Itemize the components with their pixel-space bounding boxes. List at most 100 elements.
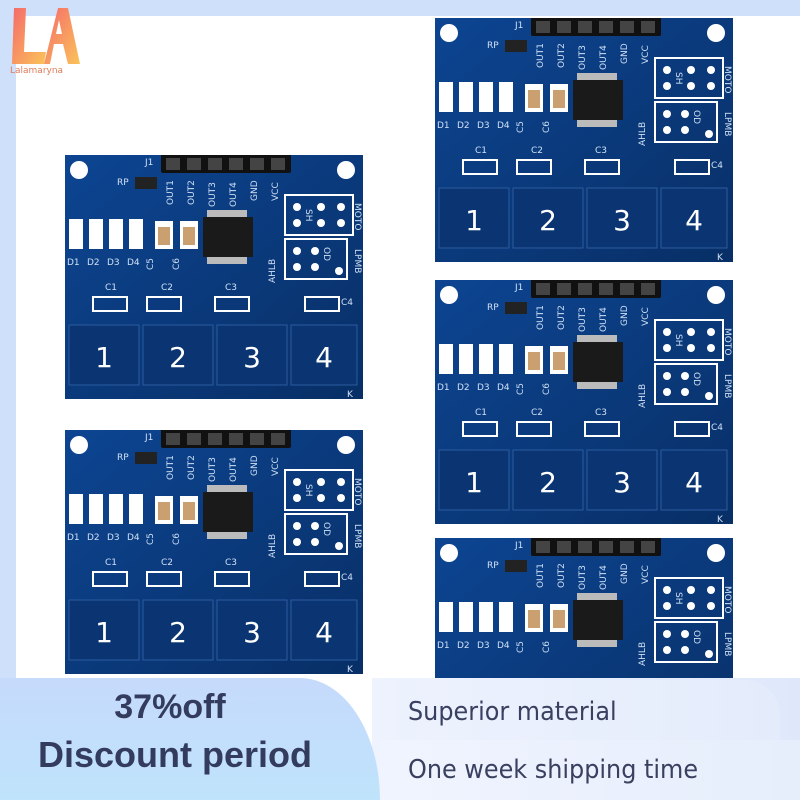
silkscreen-label: 4 [685,466,703,499]
silkscreen-label: OD [691,372,701,386]
silkscreen-label: D3 [107,533,120,543]
brand-name: Lalamaryna [10,66,64,76]
silkscreen-label: C3 [225,283,237,293]
silkscreen-label: GND [620,305,630,326]
feature-2: One week shipping time [408,755,699,785]
silkscreen-label: LPMB [352,249,362,273]
silkscreen-label: OUT2 [187,455,197,480]
silkscreen-label: OUT4 [599,307,609,332]
silkscreen-label: D3 [107,258,120,268]
silkscreen-label: D4 [127,533,140,543]
pcb-module-1: J1 RP OUT1 OUT2 OUT3 OUT4 GND VCC D1 D2 … [65,155,363,399]
silkscreen-label: D1 [437,641,450,651]
silkscreen-label: C1 [105,283,117,293]
promo-banner [0,678,380,800]
silkscreen-label: J1 [514,283,523,293]
silkscreen-label: LPMB [722,112,732,136]
silkscreen-label: OUT4 [599,45,609,70]
silkscreen-label: C1 [105,558,117,568]
silkscreen-label: RP [117,453,129,463]
silkscreen-label: RP [487,41,499,51]
silkscreen-label: OUT4 [229,457,239,482]
silkscreen-label: 3 [243,616,261,649]
silkscreen-label: 2 [169,616,187,649]
silkscreen-label: D2 [457,121,470,131]
silkscreen-label: AHLB [268,259,278,283]
ic-chip [573,600,623,640]
silkscreen-label: SH [673,72,683,84]
silkscreen-label: C6 [172,258,182,270]
silkscreen-label: D3 [477,641,490,651]
silkscreen-label: 1 [95,616,113,649]
silkscreen-label: C5 [146,533,156,545]
silkscreen-label: K [347,390,354,399]
silkscreen-label: C4 [711,161,723,171]
silkscreen-label: GND [250,455,260,476]
silkscreen-label: RP [117,178,129,188]
silkscreen-label: OUT1 [536,305,546,330]
feature-1: Superior material [408,697,617,727]
silkscreen-label: OUT3 [578,307,588,332]
silkscreen-label: GND [620,43,630,64]
silkscreen-label: 3 [243,341,261,374]
silkscreen-label: SH [303,484,313,496]
silkscreen-label: OD [321,247,331,261]
silkscreen-label: C6 [542,383,552,395]
silkscreen-label: VCC [271,457,281,476]
silkscreen-label: D2 [457,383,470,393]
silkscreen-label: OUT2 [557,305,567,330]
silkscreen-label: OUT2 [557,563,567,588]
silkscreen-label: OUT3 [578,565,588,590]
silkscreen-label: D4 [497,641,510,651]
silkscreen-label: C5 [516,121,526,133]
silkscreen-label: C2 [161,558,173,568]
silkscreen-label: AHLB [268,534,278,558]
silkscreen-label: D2 [457,641,470,651]
silkscreen-label: C6 [542,641,552,653]
silkscreen-label: C2 [531,408,543,418]
ic-chip [573,342,623,382]
silkscreen-label: OD [691,110,701,124]
silkscreen-label: D1 [67,258,80,268]
silkscreen-label: 2 [539,204,557,237]
silkscreen-label: VCC [641,565,651,584]
silkscreen-label: OUT3 [208,182,218,207]
silkscreen-label: AHLB [638,384,648,408]
silkscreen-label: D4 [127,258,140,268]
silkscreen-label: C5 [146,258,156,270]
silkscreen-label: C2 [531,146,543,156]
silkscreen-label: D2 [87,258,100,268]
silkscreen-label: C3 [595,408,607,418]
silkscreen-label: K [717,515,724,524]
silkscreen-label: 4 [315,616,333,649]
silkscreen-label: GND [620,563,630,584]
silkscreen-label: C4 [711,423,723,433]
silkscreen-label: OUT4 [599,565,609,590]
ic-chip [573,80,623,120]
silkscreen-label: LPMB [352,524,362,548]
silkscreen-label: C5 [516,383,526,395]
silkscreen-label: J1 [144,433,153,443]
ic-chip [203,217,253,257]
silkscreen-label: 4 [315,341,333,374]
pcb-module-5: J1 RP OUT1 OUT2 OUT3 OUT4 GND VCC D1 D2 … [435,538,733,678]
silkscreen-label: MOTO [722,66,732,93]
silkscreen-label: D1 [67,533,80,543]
silkscreen-label: J1 [514,541,523,551]
feature-panel-1 [380,680,780,740]
silkscreen-label: C1 [475,408,487,418]
silkscreen-label: OUT1 [536,43,546,68]
silkscreen-label: D4 [497,383,510,393]
silkscreen-label: MOTO [352,203,362,230]
discount-period-text: Discount period [37,734,312,775]
silkscreen-label: OUT1 [166,455,176,480]
silkscreen-label: K [717,253,724,262]
silkscreen-label: C3 [225,558,237,568]
silkscreen-label: D4 [497,121,510,131]
silkscreen-label: C2 [161,283,173,293]
silkscreen-label: C3 [595,146,607,156]
silkscreen-label: LPMB [722,632,732,656]
silkscreen-label: C5 [516,641,526,653]
silkscreen-label: K [347,665,354,674]
silkscreen-label: J1 [514,21,523,31]
